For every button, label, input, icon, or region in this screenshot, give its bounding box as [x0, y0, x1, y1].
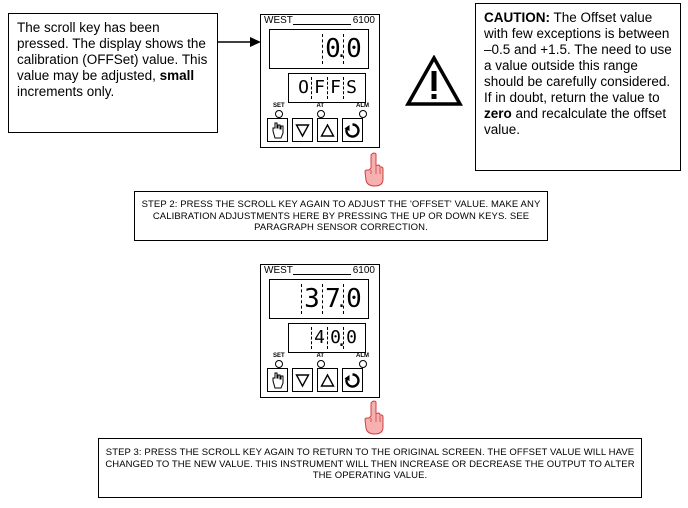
sv-digit: O [298, 77, 309, 98]
up-key[interactable] [317, 368, 338, 392]
step-3-box: STEP 3: PRESS THE SCROLL KEY AGAIN TO RE… [98, 438, 642, 498]
led-row [275, 110, 367, 118]
up-key[interactable] [317, 118, 338, 142]
alm-led [359, 110, 367, 118]
step-2-text: STEP 2: PRESS THE SCROLL KEY AGAIN TO AD… [141, 199, 541, 233]
brand-rule [293, 274, 351, 275]
keypad [267, 118, 363, 142]
up-key-icon [320, 123, 335, 137]
pointing-hand-icon [364, 400, 384, 435]
at-led [317, 360, 325, 368]
pv-digit: 7 [322, 284, 347, 317]
pv-digit: 3 [301, 284, 322, 314]
process-value-display: 3 7 0 [269, 279, 369, 319]
arrow-right-icon [218, 37, 261, 47]
led-label-at: AT [316, 353, 325, 359]
model-label: 6100 [352, 15, 375, 26]
sv-digit: F [311, 77, 327, 99]
setpoint-display: 4 0 0 [288, 323, 366, 353]
step-2-box: STEP 2: PRESS THE SCROLL KEY AGAIN TO AD… [134, 191, 548, 241]
page-key[interactable] [267, 118, 288, 142]
led-label-alm: ALM [355, 353, 369, 359]
led-label-alm: ALM [355, 103, 369, 109]
caution-text-b: and recalculate the offset value. [484, 106, 667, 137]
setpoint-display: O F F S [288, 73, 366, 103]
caution-box: CAUTION: The Offset value with few excep… [475, 3, 681, 171]
sv-digit: 0 [343, 327, 359, 349]
brand-label: WEST [264, 265, 293, 276]
scroll-key[interactable] [342, 118, 363, 142]
model-label: 6100 [352, 265, 375, 276]
sv-digit: 4 [311, 327, 327, 349]
down-key-icon [295, 373, 310, 387]
page-key[interactable] [267, 368, 288, 392]
caution-label: CAUTION: [484, 10, 550, 25]
led-labels: SET AT ALM [273, 353, 369, 360]
alm-led [359, 360, 367, 368]
led-label-at: AT [316, 103, 325, 109]
pv-digit: 0 [343, 284, 364, 314]
sv-digit: 0 [327, 327, 347, 352]
scroll-key-icon [344, 122, 360, 138]
led-label-set: SET [273, 103, 285, 109]
caution-text-a: The Offset value with few exceptions is … [484, 10, 672, 105]
calibration-note-bold: small [159, 68, 195, 83]
led-label-set: SET [273, 353, 285, 359]
page-key-icon [272, 372, 283, 389]
led-row [275, 360, 367, 368]
calibration-note-text-b: increments only. [17, 84, 115, 99]
page-key-icon [272, 122, 283, 139]
up-key-icon [320, 373, 335, 387]
led-labels: SET AT ALM [273, 103, 369, 110]
step-3-text: STEP 3: PRESS THE SCROLL KEY AGAIN TO RE… [105, 447, 635, 481]
set-led [275, 360, 283, 368]
down-key-icon [295, 123, 310, 137]
pv-digit: 0 [343, 34, 364, 64]
sv-digit: S [343, 77, 359, 99]
scroll-key[interactable] [342, 368, 363, 392]
down-key[interactable] [292, 368, 313, 392]
process-value-display: 0 0 [269, 29, 369, 69]
at-led [317, 110, 325, 118]
scroll-key-icon [344, 372, 360, 388]
caution-bold: zero [484, 106, 512, 121]
brand-label: WEST [264, 15, 293, 26]
pv-digit: 0 [322, 34, 347, 67]
controller-2: WEST 6100 3 7 0 4 0 0 SET AT ALM [260, 264, 380, 398]
controller-1: WEST 6100 0 0 O F F S SET AT ALM [260, 14, 380, 148]
down-key[interactable] [292, 118, 313, 142]
brand-rule [293, 24, 351, 25]
sv-digit: F [327, 77, 343, 99]
pointing-hand-icon [364, 152, 384, 187]
warning-triangle-icon [405, 55, 463, 106]
calibration-note-text-a: The scroll key has been pressed. The dis… [17, 20, 208, 83]
calibration-note: The scroll key has been pressed. The dis… [8, 13, 218, 133]
keypad [267, 368, 363, 392]
set-led [275, 110, 283, 118]
